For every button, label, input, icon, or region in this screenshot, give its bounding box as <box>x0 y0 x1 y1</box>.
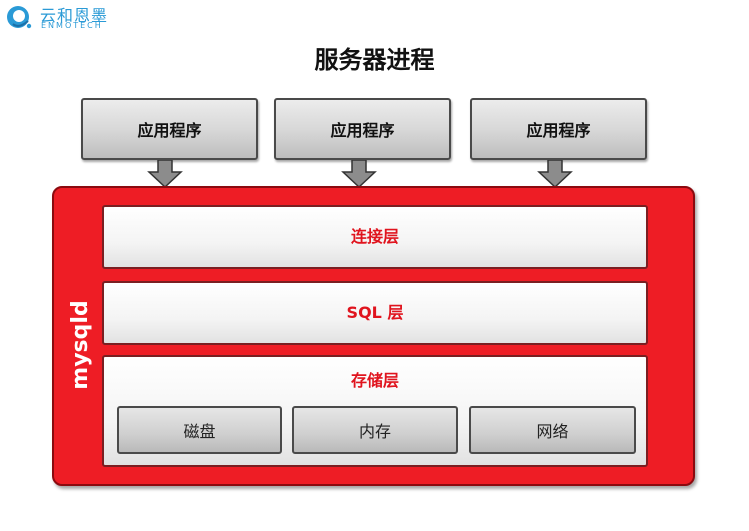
diagram-title: 服务器进程 <box>314 46 435 74</box>
down-arrow-icon <box>537 160 573 188</box>
application-box-2: 应用程序 <box>274 98 451 160</box>
sql-layer: SQL 层 <box>102 281 648 345</box>
down-arrow-icon <box>147 160 183 188</box>
down-arrow-icon <box>341 160 377 188</box>
logo-mark-icon <box>7 6 32 29</box>
storage-layer-title: 存储层 <box>350 371 399 390</box>
storage-item-memory: 内存 <box>292 406 458 454</box>
connection-layer: 连接层 <box>102 205 648 269</box>
application-box-1: 应用程序 <box>81 98 258 160</box>
storage-item-network: 网络 <box>469 406 636 454</box>
storage-item-disk: 磁盘 <box>117 406 282 454</box>
company-logo: 云和恩墨 ENMOTECH <box>4 2 144 34</box>
logo-text-cn: 云和恩墨 <box>40 6 109 25</box>
logo-text-en: ENMOTECH <box>41 21 103 30</box>
application-box-3: 应用程序 <box>470 98 647 160</box>
